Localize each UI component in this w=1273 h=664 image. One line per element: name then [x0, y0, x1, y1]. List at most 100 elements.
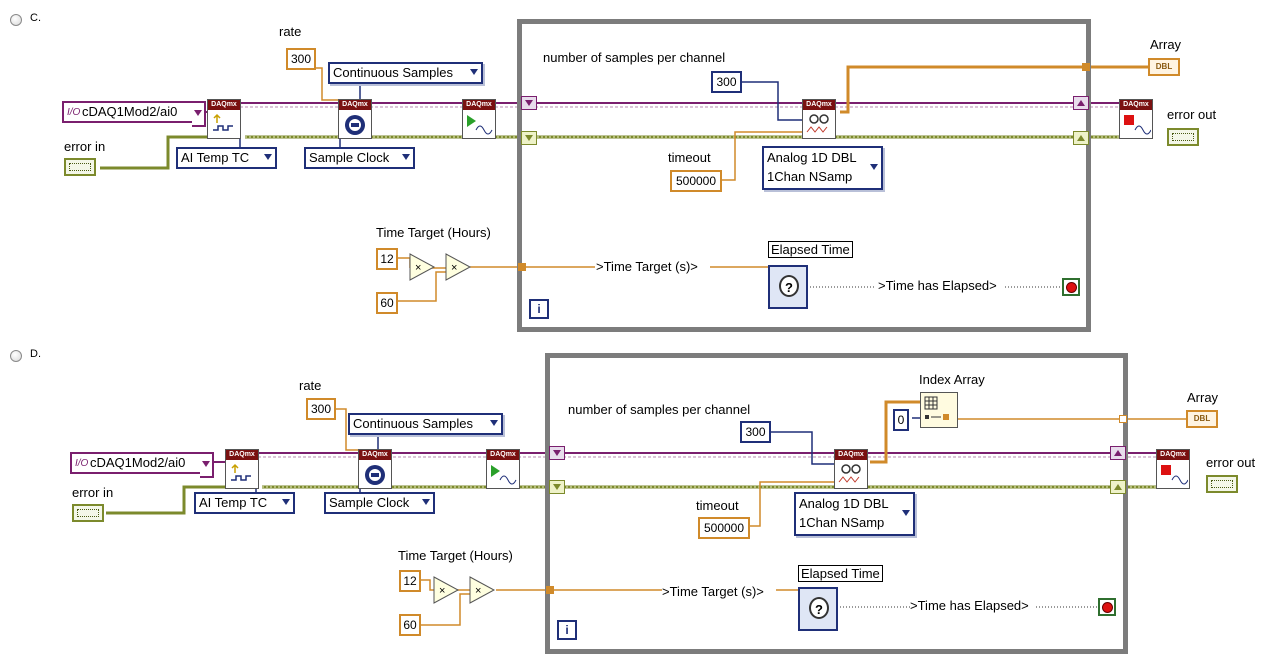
chevron-down-icon [902, 510, 910, 516]
index-array-node[interactable] [920, 392, 958, 428]
iteration-terminal: i [529, 299, 549, 319]
play-icon [491, 465, 517, 485]
io-icon: I/O [67, 107, 81, 118]
timing-type-ring[interactable]: Sample Clock [304, 147, 415, 169]
elapsed-time-express-vi[interactable] [798, 587, 838, 631]
create-channel-vi[interactable]: DAQmx [225, 449, 259, 489]
task-shift-register-left [521, 96, 537, 110]
physical-channel-text: cDAQ1Mod2/ai0 [82, 104, 178, 119]
rate-constant[interactable]: 300 [286, 48, 316, 70]
hours-constant-12[interactable]: 12 [376, 248, 398, 270]
channel-type-ring[interactable]: AI Temp TC [194, 492, 295, 514]
read-mode-line2: 1Chan NSamp [767, 169, 853, 184]
timeout-constant[interactable]: 500000 [698, 517, 750, 539]
svg-text:×: × [415, 262, 421, 274]
index-array-icon [924, 396, 949, 420]
sample-mode-ring[interactable]: Continuous Samples [348, 413, 503, 435]
error-out-indicator[interactable] [1167, 128, 1199, 146]
play-icon [467, 115, 493, 135]
option-c-panel: C. rate 300 Continuous Samples I/O cDAQ1… [0, 0, 1273, 340]
clock-icon [345, 115, 365, 135]
error-shift-register-left [521, 131, 537, 145]
read-vi[interactable]: DAQmx [834, 449, 868, 489]
read-vi[interactable]: DAQmx [802, 99, 836, 139]
start-task-vi[interactable]: DAQmx [462, 99, 496, 139]
timing-type-ring[interactable]: Sample Clock [324, 492, 435, 514]
chevron-down-icon [282, 499, 290, 505]
read-mode-ring[interactable]: Analog 1D DBL 1Chan NSamp [794, 492, 915, 536]
hours-constant-60[interactable]: 60 [376, 292, 398, 314]
stop-square-icon [1161, 465, 1188, 485]
elapsed-time-express-vi[interactable] [768, 265, 808, 309]
time-target-seconds-label: >Time Target (s)> [596, 259, 698, 274]
stop-square-icon [1124, 115, 1151, 135]
hours-constant-12[interactable]: 12 [399, 570, 421, 592]
channel-type-ring[interactable]: AI Temp TC [176, 147, 277, 169]
glasses-icon [806, 114, 829, 133]
vi-header: DAQmx [339, 100, 371, 110]
while-loop[interactable] [517, 19, 1091, 332]
svg-text:×: × [439, 585, 445, 597]
channel-type-text: AI Temp TC [199, 495, 268, 510]
clear-task-vi[interactable]: DAQmx [1156, 449, 1190, 489]
vi-header: DAQmx [463, 100, 495, 110]
multiply-icon: × × [433, 576, 496, 604]
rate-label: rate [279, 24, 302, 39]
error-shift-register-right [1073, 131, 1089, 145]
channel-icon [231, 463, 251, 481]
error-shift-register-left [549, 480, 565, 494]
chevron-down-icon [200, 452, 214, 478]
while-loop[interactable] [545, 353, 1128, 654]
time-target-label: Time Target (Hours) [376, 225, 491, 240]
array-indicator[interactable]: DBL [1186, 410, 1218, 428]
error-out-label: error out [1206, 455, 1256, 470]
samples-per-channel-constant[interactable]: 300 [711, 71, 742, 93]
stop-condition-terminal[interactable] [1098, 598, 1116, 616]
index-constant[interactable]: 0 [893, 409, 909, 431]
hours-constant-60[interactable]: 60 [399, 614, 421, 636]
array-indicator[interactable]: DBL [1148, 58, 1180, 76]
time-elapsed-label: >Time has Elapsed> [910, 598, 1029, 613]
vi-header: DAQmx [1120, 100, 1152, 110]
elapsed-time-label: Elapsed Time [798, 565, 883, 582]
read-mode-line1: Analog 1D DBL [799, 496, 889, 511]
option-d-radio[interactable] [10, 350, 22, 362]
option-d-panel: D. rate 300 Continuous Samples I/O cDAQ1… [0, 340, 1273, 664]
timing-vi[interactable]: DAQmx [358, 449, 392, 489]
error-in-control[interactable] [64, 158, 96, 176]
time-target-label: Time Target (Hours) [398, 548, 513, 563]
elapsed-time-label: Elapsed Time [768, 241, 853, 258]
rate-constant[interactable]: 300 [306, 398, 336, 420]
samples-per-channel-constant[interactable]: 300 [740, 421, 771, 443]
option-c-radio[interactable] [10, 14, 22, 26]
vi-header: DAQmx [359, 450, 391, 460]
read-mode-ring[interactable]: Analog 1D DBL 1Chan NSamp [762, 146, 883, 190]
create-channel-vi[interactable]: DAQmx [207, 99, 241, 139]
error-out-label: error out [1167, 107, 1217, 122]
error-out-indicator[interactable] [1206, 475, 1238, 493]
option-d-label: D. [30, 348, 41, 360]
glasses-icon [838, 464, 861, 483]
iteration-terminal: i [557, 620, 577, 640]
vi-header: DAQmx [835, 450, 867, 460]
array-tunnel [1119, 415, 1127, 423]
svg-text:×: × [475, 585, 481, 597]
chevron-down-icon [192, 101, 206, 127]
task-shift-register-right [1073, 96, 1089, 110]
error-in-control[interactable] [72, 504, 104, 522]
channel-type-text: AI Temp TC [181, 150, 250, 165]
timeout-constant[interactable]: 500000 [670, 170, 722, 192]
clear-task-vi[interactable]: DAQmx [1119, 99, 1153, 139]
sample-mode-ring[interactable]: Continuous Samples [328, 62, 483, 84]
start-task-vi[interactable]: DAQmx [486, 449, 520, 489]
timeout-label: timeout [668, 150, 711, 165]
chevron-down-icon [422, 499, 430, 505]
error-in-label: error in [72, 485, 114, 500]
stop-condition-terminal[interactable] [1062, 278, 1080, 296]
task-shift-register-left [549, 446, 565, 460]
vi-header: DAQmx [487, 450, 519, 460]
physical-channel-constant[interactable]: I/O cDAQ1Mod2/ai0 [70, 452, 214, 478]
physical-channel-constant[interactable]: I/O cDAQ1Mod2/ai0 [62, 101, 206, 127]
timing-vi[interactable]: DAQmx [338, 99, 372, 139]
index-array-label: Index Array [919, 372, 985, 387]
